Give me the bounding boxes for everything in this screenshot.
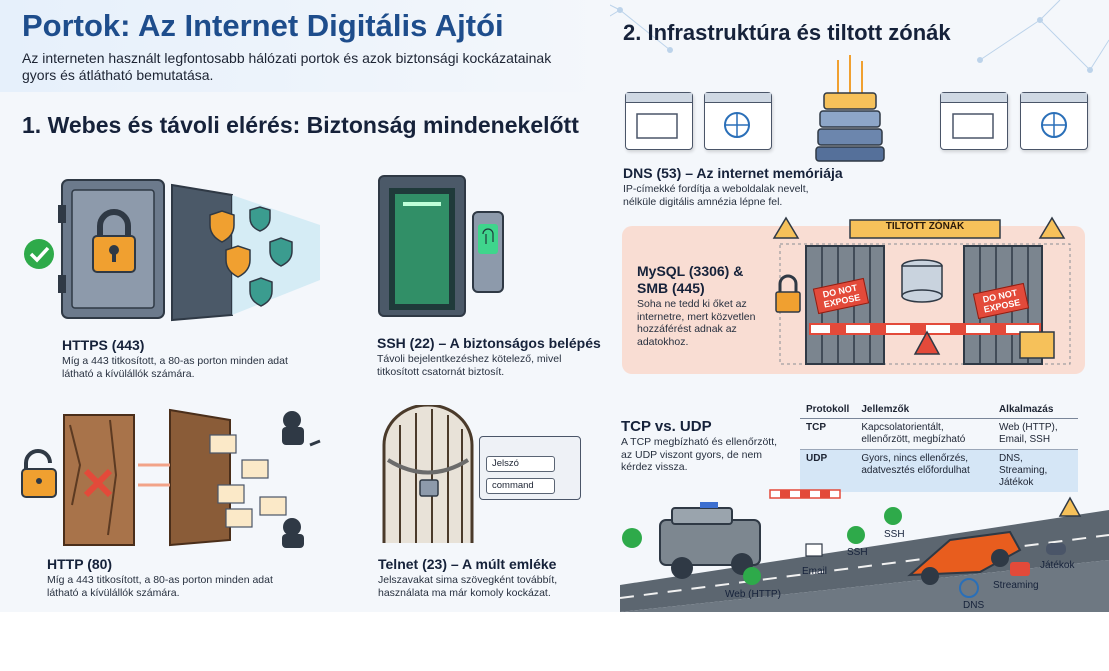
browser-window — [704, 92, 772, 150]
infographic: Portok: Az Internet Digitális Ajtói Az i… — [0, 0, 1109, 612]
forbidden-title: MySQL (3306) & SMB (445) — [637, 263, 744, 296]
https-title: HTTPS (443) — [62, 337, 145, 353]
tcpudp-title: TCP vs. UDP — [621, 418, 712, 435]
protocol-table: Protokoll Jellemzők Alkalmazás TCP Kapcs… — [800, 401, 1078, 492]
dns-desc: IP-címekké fordítja a weboldalak nevelt,… — [623, 183, 809, 208]
road-label-email: Email — [802, 566, 828, 577]
check-icon — [884, 507, 902, 525]
streaming-icon — [1010, 562, 1030, 576]
table-row: UDP Gyors, nincs ellenőrzés, adatvesztés… — [800, 449, 1078, 492]
shield-check-icon — [622, 528, 642, 548]
http-title: HTTP (80) — [47, 556, 113, 572]
browser-window — [1020, 92, 1088, 150]
page-intro: Az interneten használt legfontosabb háló… — [22, 50, 552, 83]
tcpudp-desc: A TCP megbízható és ellenőrzött, az UDP … — [621, 436, 778, 473]
telnet-title: Telnet (23) – A múlt emléke — [378, 556, 557, 572]
armored-truck-icon — [659, 502, 761, 579]
telnet-illustration — [382, 405, 474, 543]
email-icon — [805, 543, 823, 557]
table-cell: TCP — [800, 418, 856, 450]
open-door — [171, 183, 233, 322]
dns-title: DNS (53) – Az internet memóriája — [623, 165, 843, 181]
warning-icon — [1058, 496, 1082, 517]
telnet-desc: Jelszavakat sima szövegként továbbít, ha… — [378, 574, 558, 599]
table-header: Jellemzők — [855, 401, 993, 419]
warning-icon — [913, 330, 941, 355]
road-label-streaming: Streaming — [993, 580, 1039, 591]
command-field[interactable]: command — [486, 478, 555, 494]
table-cell: UDP — [800, 449, 856, 492]
road-label-games: Játékok — [1040, 560, 1075, 571]
warning-icon — [772, 216, 800, 239]
section2-title: 2. Infrastruktúra és tiltott zónák — [623, 20, 951, 45]
https-desc: Míg a 443 titkosított, a 80-as porton mi… — [62, 355, 288, 380]
dns-window-icons — [636, 112, 1067, 139]
open-padlock-icon — [24, 449, 52, 477]
ssh-desc: Távoli bejelentkezéshez kötelező, mivel … — [377, 353, 562, 378]
padlock-icon — [775, 291, 801, 313]
section1-title: 1. Webes és távoli elérés: Biztonság min… — [22, 112, 579, 138]
table-cell: Web (HTTP), Email, SSH — [992, 418, 1078, 450]
password-field[interactable]: Jelszó — [486, 456, 555, 472]
shield-icon — [209, 206, 293, 307]
envelope-icon — [209, 434, 287, 528]
table-header: Alkalmazás — [992, 401, 1078, 419]
check-icon — [24, 239, 54, 269]
table-header: Protokoll — [800, 401, 856, 419]
padlock-icon — [97, 209, 131, 238]
globe-icon — [959, 578, 979, 598]
server-stack-icon — [815, 55, 885, 162]
gamepad-icon — [1046, 543, 1066, 555]
ssh-title: SSH (22) – A biztonságos belépés — [377, 335, 601, 351]
road-illustration — [620, 489, 1109, 612]
chain-icon — [386, 458, 470, 475]
check-icon — [847, 526, 865, 544]
table-row: TCP Kapcsolatorientált, ellenőrzött, meg… — [800, 418, 1078, 450]
http-illustration — [21, 408, 321, 548]
database-icon — [901, 259, 943, 303]
race-car-icon — [907, 530, 1022, 585]
https-illustration — [24, 179, 320, 322]
warning-icon — [1038, 216, 1066, 239]
table-cell: Kapcsolatorientált, ellenőrzött, megbízh… — [855, 418, 993, 450]
road-label-ssh: SSH — [847, 547, 868, 558]
ssh-illustration — [378, 175, 504, 317]
table-cell: Gyors, nincs ellenőrzés, adatvesztés elő… — [855, 449, 993, 492]
forbidden-desc: Soha ne tedd ki őket az internetre, mert… — [637, 298, 756, 348]
forbidden-zone-banner: TILTOTT ZÓNÁK — [885, 221, 965, 232]
folder-icon — [1019, 331, 1055, 359]
http-desc: Míg a 443 titkosított, a 80-as porton mi… — [47, 574, 273, 599]
road-label-dns: DNS — [963, 600, 985, 611]
browser-window — [940, 92, 1008, 150]
header-band — [0, 0, 610, 92]
check-icon — [743, 567, 761, 585]
road-label-web: Web (HTTP) — [725, 589, 781, 600]
road-label-ssh: SSH — [884, 529, 905, 540]
spy-icon — [282, 411, 304, 548]
table-cell: DNS, Streaming, Játékok — [992, 449, 1078, 492]
page-title: Portok: Az Internet Digitális Ajtói — [22, 8, 504, 43]
